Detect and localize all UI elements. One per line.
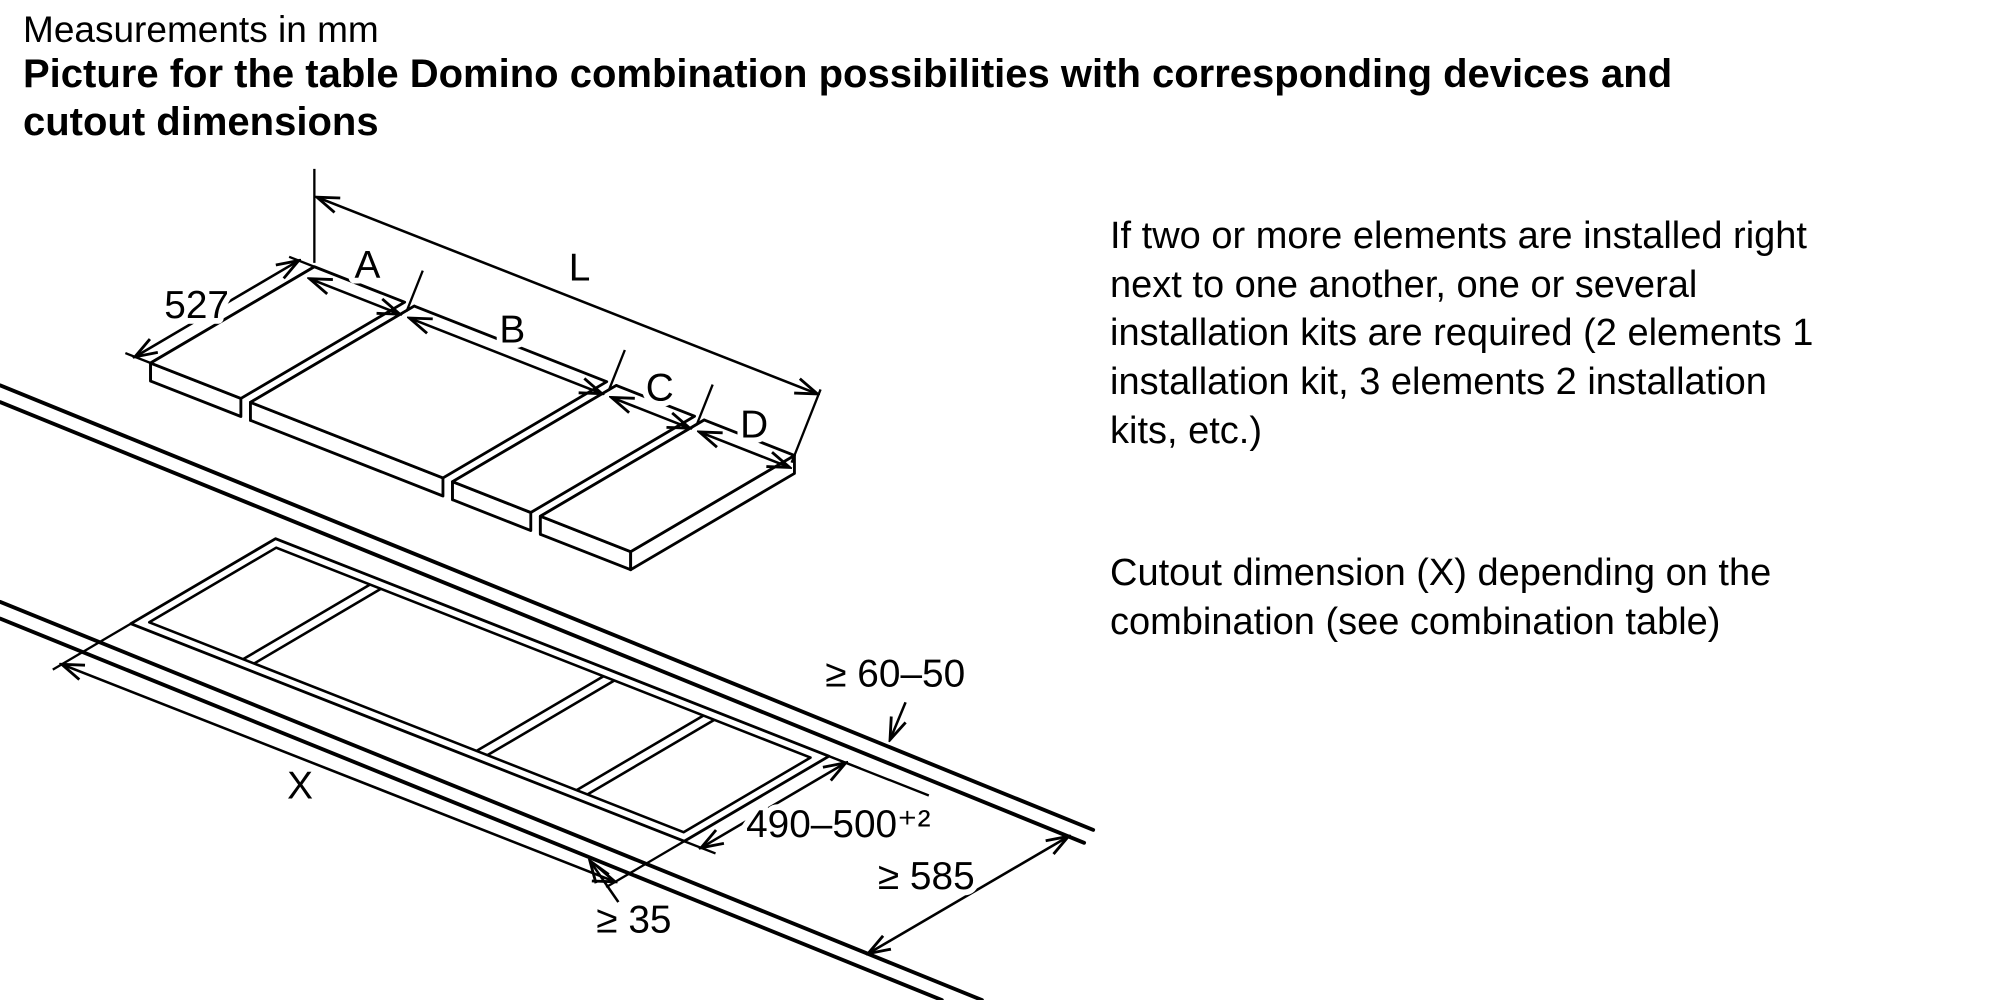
installation-note: If two or more elements are installed ri… xyxy=(1110,215,1814,452)
measurements-note: Measurements in mm xyxy=(23,9,379,50)
cutout-inner-edge xyxy=(147,546,812,834)
cutout-note: Cutout dimension (X) depending on the co… xyxy=(1110,552,1772,643)
dimension-annotations: 527 A B C D xyxy=(52,168,1069,954)
dimension-front-clearance: ≥ 35 xyxy=(590,861,677,947)
dim-label-worktop-depth: ≥ 585 xyxy=(878,855,975,898)
dim-label-width-a: A xyxy=(354,244,380,287)
dim-label-width-d: D xyxy=(740,404,768,447)
dimension-worktop-depth: ≥ 585 xyxy=(868,836,1069,953)
dimension-rear-clearance: ≥ 60–50 xyxy=(819,647,971,740)
dim-label-cutout-x: X xyxy=(287,765,313,808)
dim-label-front-clearance: ≥ 35 xyxy=(596,899,671,942)
worktop-rear-edge-line-2 xyxy=(0,400,1087,845)
dim-label-rear-clearance: ≥ 60–50 xyxy=(825,653,965,696)
cutout-outline xyxy=(129,537,930,843)
dim-label-width-b: B xyxy=(499,308,525,351)
dimension-depth-527: 527 xyxy=(124,255,315,365)
dim-label-length-l: L xyxy=(569,247,591,290)
dim-label-cutout-depth: 490–500⁺² xyxy=(746,803,931,846)
dimension-cutout-x: X xyxy=(52,622,685,889)
cutout-divider-1 xyxy=(242,583,382,665)
hob-elements xyxy=(149,265,796,572)
page-title: Picture for the table Domino combination… xyxy=(23,52,1673,144)
dimension-width-d: D xyxy=(699,398,789,468)
dim-label-width-c: C xyxy=(646,366,674,409)
dimension-cutout-depth: 490–500⁺² xyxy=(683,755,936,855)
worktop-rear-edge-line-1 xyxy=(0,383,1096,832)
dim-label-depth-527: 527 xyxy=(164,284,229,327)
